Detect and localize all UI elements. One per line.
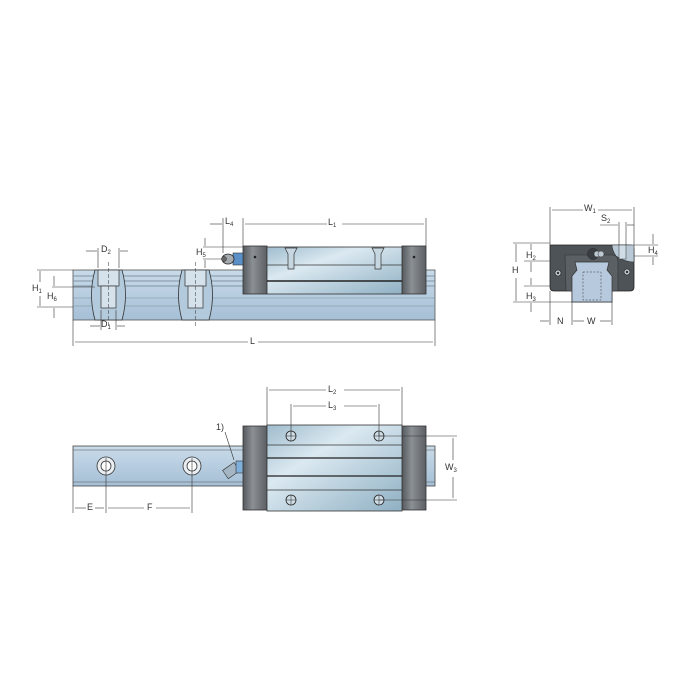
- dim-label-h3: H3: [526, 291, 536, 304]
- dim-label-h6: H6: [47, 291, 57, 304]
- dim-label-w1: W1: [584, 203, 596, 216]
- dim-label-f: F: [147, 502, 153, 512]
- dim-label-s2: S2: [601, 213, 611, 226]
- footnote-marker: 1): [216, 422, 225, 432]
- top-view: [72, 387, 457, 513]
- dim-label-h: H: [512, 265, 519, 275]
- dim-label-l2: L2: [328, 384, 337, 397]
- dim-label-d2: D2: [101, 244, 111, 257]
- end-view: [513, 207, 658, 325]
- rail-hole-1: [91, 262, 126, 328]
- dim-label-h2: H2: [526, 250, 536, 263]
- dim-label-l4: L4: [225, 216, 234, 229]
- dim-label-l3: L3: [328, 400, 337, 413]
- dim-label-h1: H1: [32, 283, 42, 296]
- dim-label-e: E: [87, 502, 94, 512]
- dim-label-l1: L1: [328, 217, 337, 230]
- side-view: [37, 218, 436, 346]
- dim-label-w: W: [587, 316, 596, 326]
- dim-label-n: N: [557, 316, 564, 326]
- dim-label-l: L: [250, 336, 256, 346]
- dim-label-d1: D1: [101, 319, 111, 332]
- grease-nipple-icon: [221, 252, 244, 266]
- dim-label-w3: W3: [445, 462, 457, 475]
- dim-label-h5: H5: [196, 247, 206, 260]
- rail-hole-2: [178, 262, 213, 328]
- dim-label-h4: H4: [648, 245, 658, 258]
